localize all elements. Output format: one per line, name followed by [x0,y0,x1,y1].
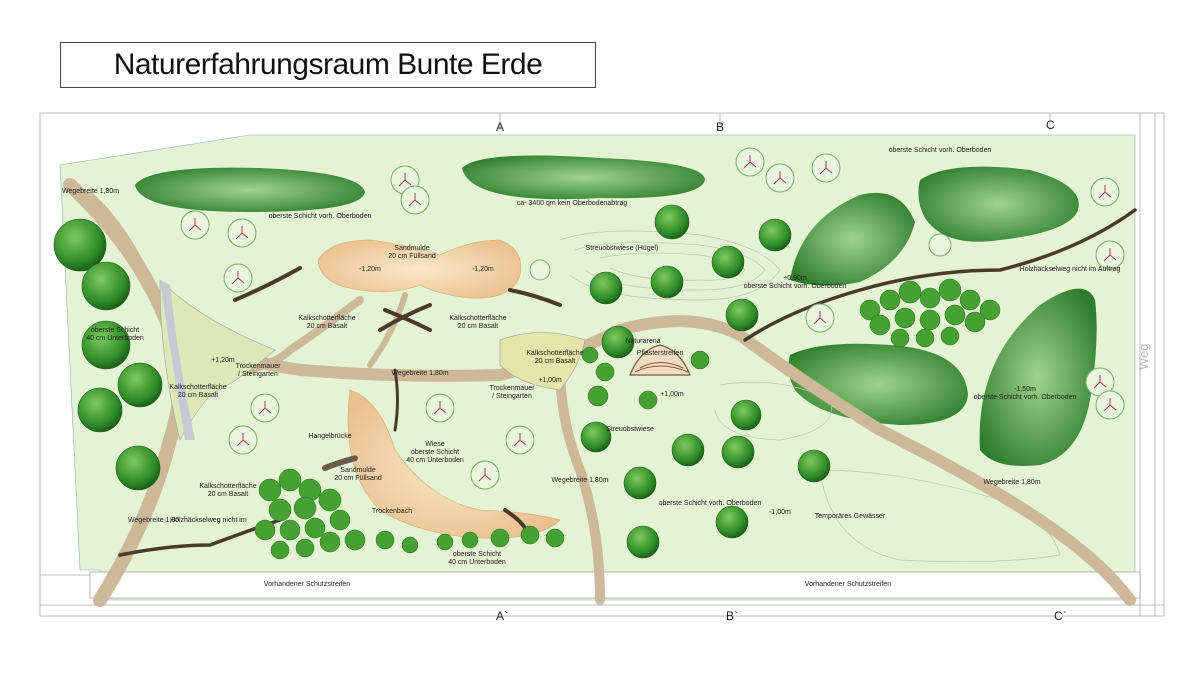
plan-labels: Wegebreite 1,80m oberste Schicht vorh. Ob… [62,147,1120,588]
label-depth-minus120-b: -1,20m [472,266,494,273]
naturarena [629,344,691,376]
label-streuobstwiese: Streuobstwiese [606,426,654,433]
label-oberboden-top: oberste Schicht vorh. Oberboden [269,213,372,220]
trees [53,204,831,559]
label-wegebreite-centre: Wegebreite 1,80m [551,477,608,484]
label-plus100-b: +1,00m [660,391,684,398]
label-schutzstreifen-right: Vorhandener Schutzstreifen [805,581,891,588]
label-hangelbruecke: Hangelbrücke [308,433,351,440]
section-c-top: C [1046,118,1055,132]
street-label: Weg [1136,344,1151,371]
label-depth-minus120-a: -1,20m [359,266,381,273]
page-title: Naturerfahrungsraum Bunte Erde [113,48,543,81]
label-oberboden-lower: oberste Schicht vorh. Oberboden [659,500,762,507]
shrub-hedges [254,278,1001,560]
label-wegebreite-right: Wegebreite 1,80m [983,479,1040,486]
label-plus120-left: +1,20m [211,357,235,364]
label-pflasterstreifen: Pflasterstreifen [637,350,684,357]
gravel-triangle [159,279,276,441]
sandmulde-mid [347,389,561,539]
label-oberboden-abtrag: ca- 3400 qm kein Oberbodenabtrag [517,200,628,207]
section-c-bottom: C` [1054,609,1067,623]
label-oberboden-right-top: oberste Schicht vorh. Oberboden [889,147,992,154]
gravel-strip [160,280,195,440]
label-schutzstreifen-left: Vorhandener Schutzstreifen [264,581,350,588]
label-gewaesser: Temporäres Gewässer [815,513,886,520]
label-plus100-a: +1,00m [538,377,562,384]
label-minus100: -1,00m [769,509,791,516]
label-wegebreite-lowleft: Wegebreite 1,80 [128,517,179,524]
label-streuobstwiese-huegel: Streuobstwiese (Hügel) [586,245,659,252]
section-a-bottom: A` [496,609,508,623]
label-trockenbach: Trockenbach [372,508,412,515]
sandmulde-top [317,239,522,299]
section-b-top: B [716,120,724,134]
mounds [135,155,1097,466]
label-naturarena: Naturarena [625,338,660,345]
label-wegebreite-mid: Wegebreite 1,80m [391,370,448,377]
label-holzhaecksel-auftrag: Holzhäckselweg nicht im Auftrag [1020,266,1121,273]
label-trockenmauer-left: Trockenmauer/ Steingarten [236,363,282,378]
gravel-small [499,332,586,391]
title-box: Naturerfahrungsraum Bunte Erde [60,42,596,88]
section-markers: A B C A` B` C` Weg [496,118,1151,623]
label-trockenmauer-mid: Trockenmauer/ Steingarten [490,385,536,400]
protection-strip [89,571,1141,599]
label-holzhaecksel-lowleft: Holzhäckselweg nicht im [170,517,247,524]
section-b-bottom: B` [726,609,738,623]
fruit-trees [180,147,1125,490]
section-a-top: A [496,120,504,134]
label-wegebreite-left: Wegebreite 1,80m [62,188,119,195]
